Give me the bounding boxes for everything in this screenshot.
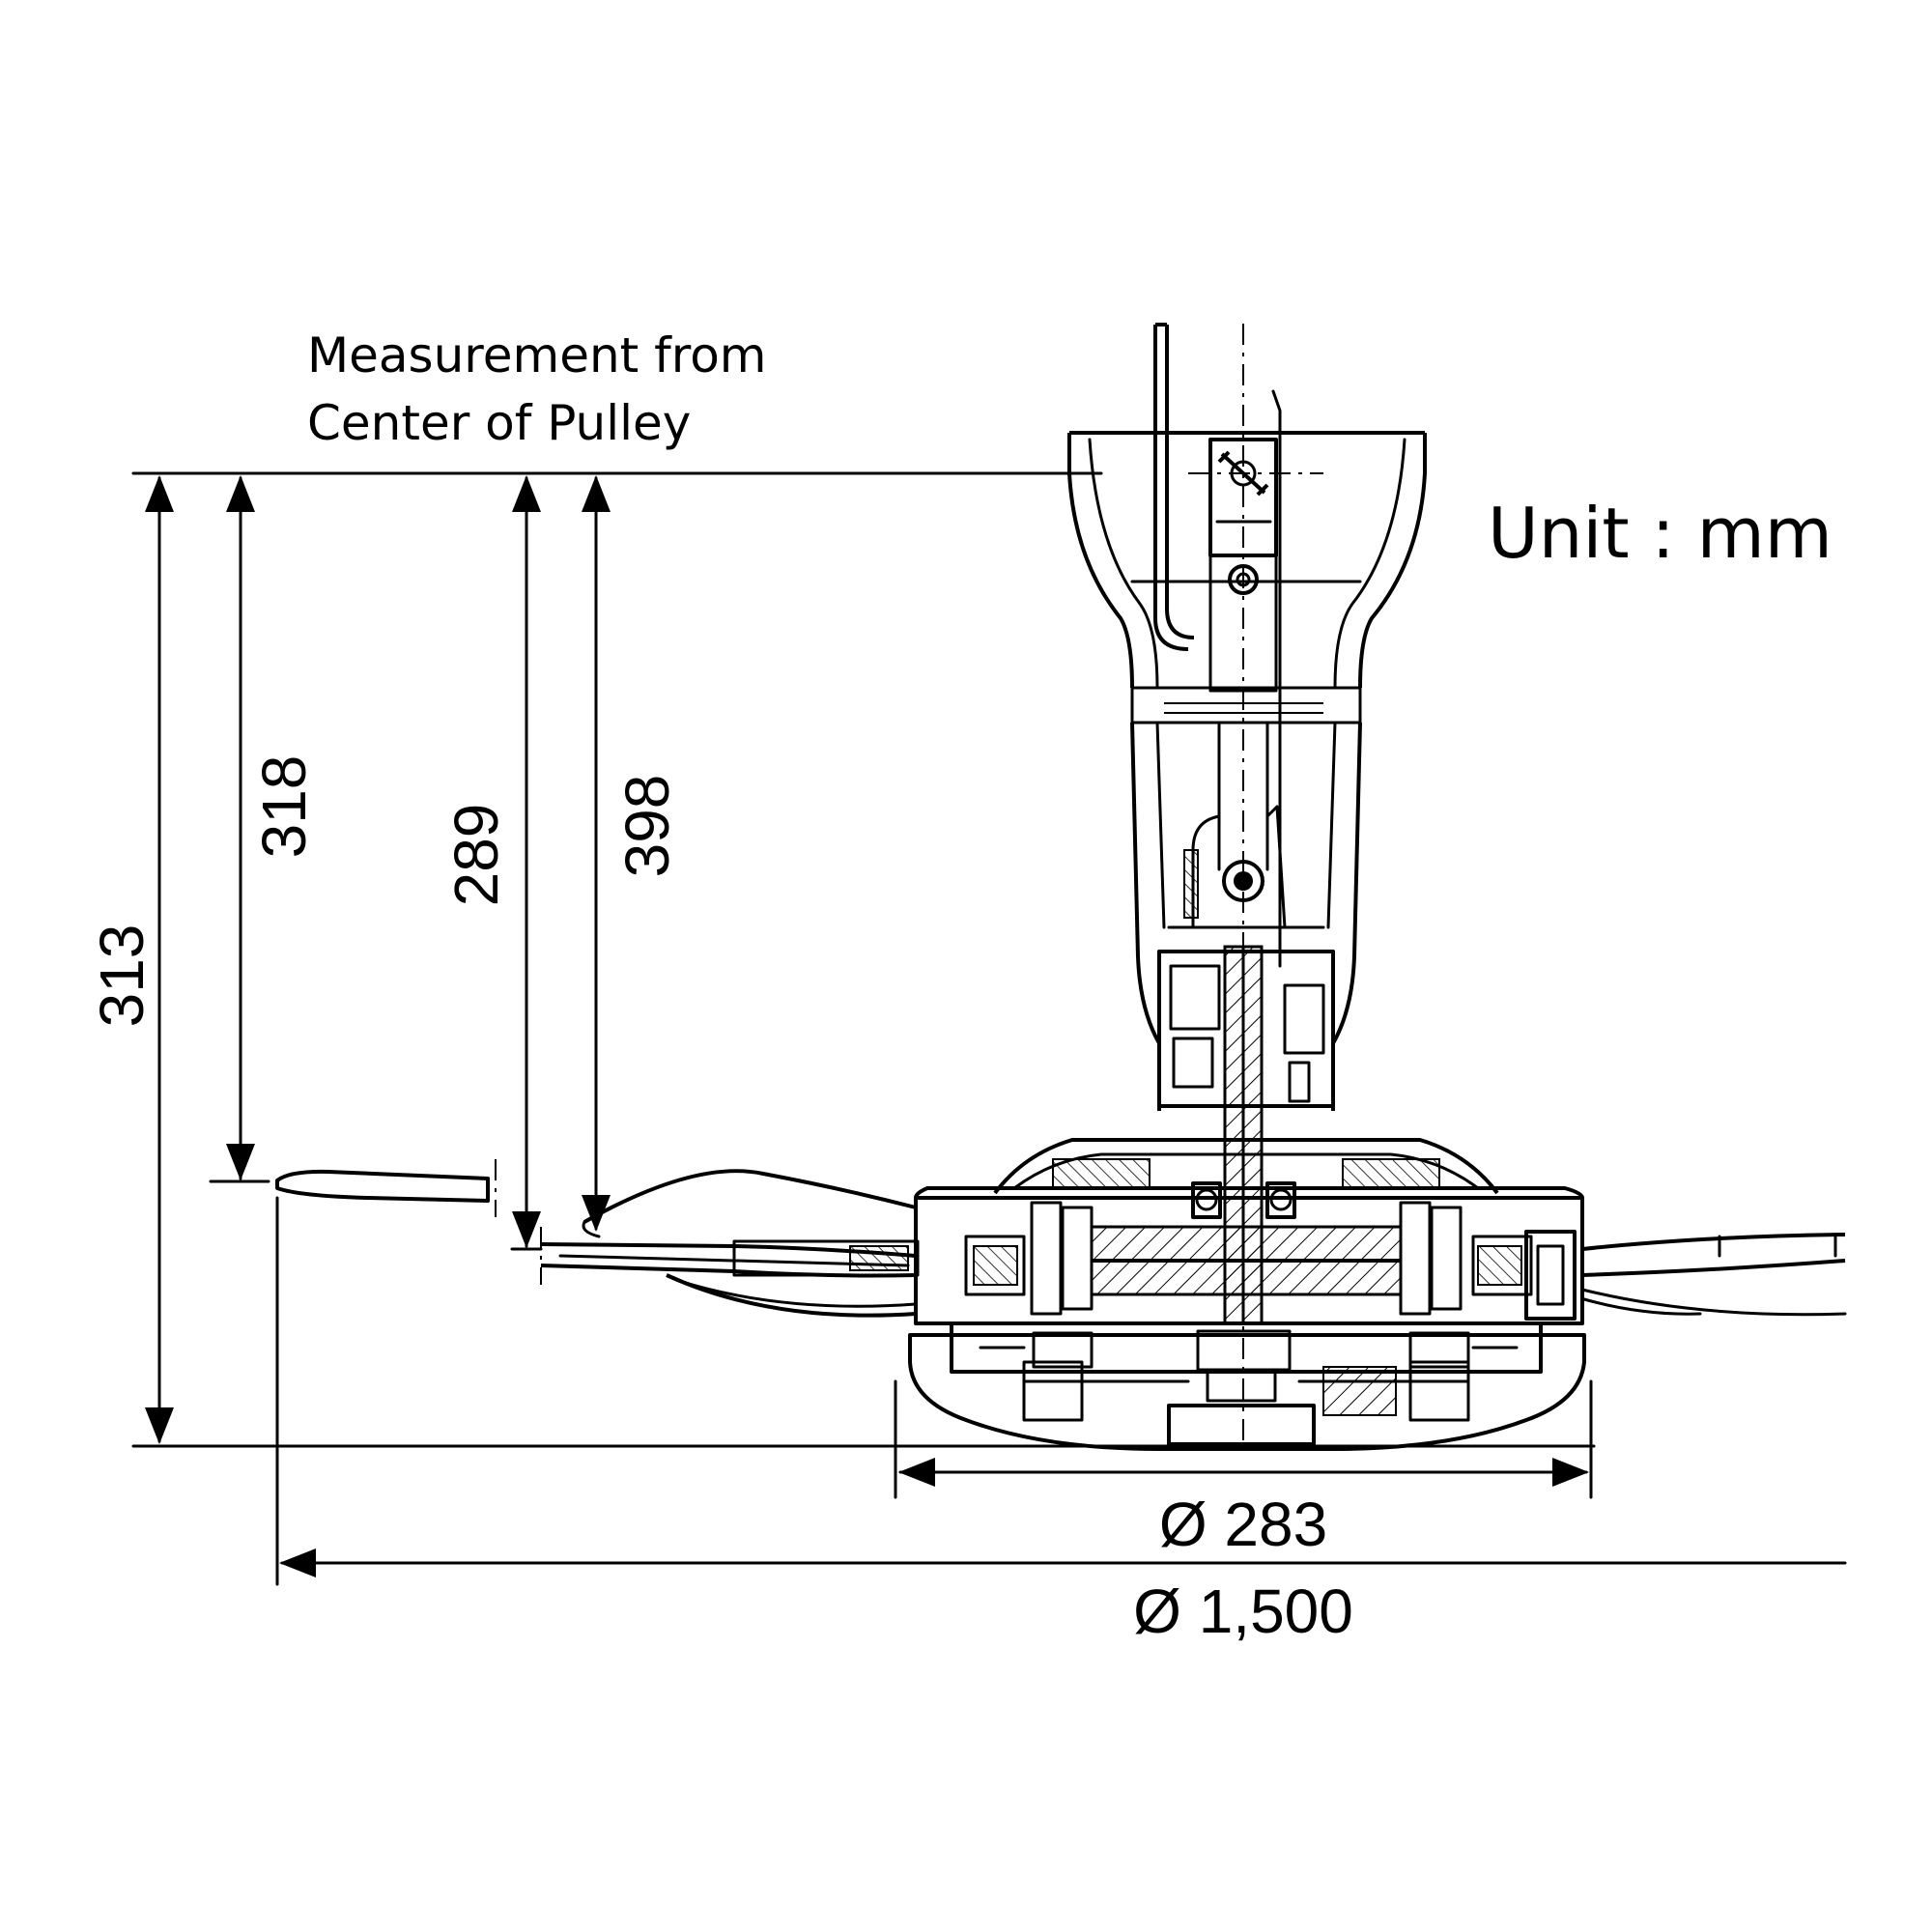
arrow-down <box>145 1407 174 1444</box>
dimension-289: 289 <box>441 475 541 1248</box>
left-blade-upper <box>275 1159 497 1217</box>
right-blade <box>1580 1233 1847 1317</box>
measurement-note: Measurement from Center of Pulley <box>307 327 767 451</box>
dimension-313: 313 <box>87 475 174 1444</box>
arrow-up <box>226 475 255 512</box>
motor-diameter-label: Ø 283 <box>1159 1490 1327 1559</box>
dimension-sweep-diameter: Ø 1,500 <box>275 1196 1847 1646</box>
note-line-2: Center of Pulley <box>307 395 691 451</box>
bearing-left <box>1191 1181 1222 1219</box>
arrow-down <box>512 1211 541 1248</box>
dimension-motor-diameter: Ø 283 <box>894 1379 1593 1559</box>
note-line-1: Measurement from <box>307 327 767 384</box>
arrow-up <box>145 475 174 512</box>
arrow-up <box>512 475 541 512</box>
bottom-cover <box>908 1333 1586 1451</box>
dimension-398: 398 <box>582 475 682 1232</box>
motor-housing <box>914 945 1584 1374</box>
sweep-diameter-label: Ø 1,500 <box>1133 1577 1353 1646</box>
unit-label: Unit : mm <box>1488 493 1833 574</box>
bearing-right <box>1265 1181 1296 1219</box>
blade-root-height-label: 398 <box>612 775 682 878</box>
arrow-right <box>1552 1458 1589 1487</box>
arrow-up <box>582 475 611 512</box>
bolt-icon <box>1222 860 1264 902</box>
left-blade-lower <box>540 1169 920 1318</box>
canopy-assembly <box>1067 323 1427 968</box>
overall-height-label: 313 <box>87 924 156 1028</box>
dimension-318: 318 <box>226 475 319 1180</box>
bolt-icon <box>1228 564 1259 595</box>
arrow-left <box>279 1548 316 1577</box>
arrow-down <box>226 1144 255 1180</box>
arrow-left <box>898 1458 935 1487</box>
blade-mid-height-label: 289 <box>441 804 511 907</box>
arrow-down <box>582 1195 611 1232</box>
pulley-bolt-icon <box>1217 450 1269 497</box>
blade-tip-height-label: 318 <box>249 755 319 859</box>
reference-lines <box>131 471 1596 1448</box>
